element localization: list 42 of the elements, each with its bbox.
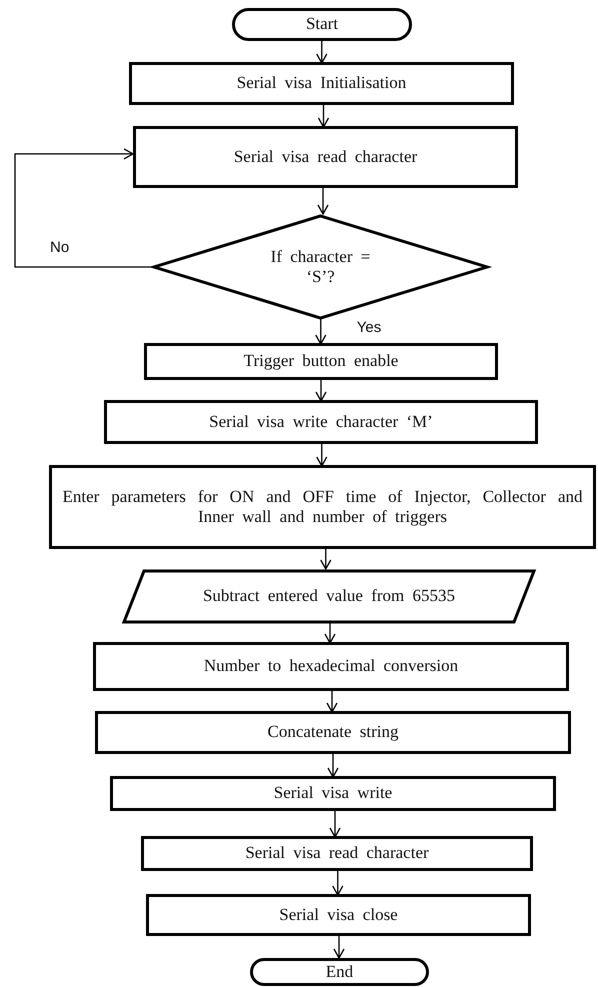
step-text: Serial visa write [272,783,394,804]
arrow [315,379,327,402]
step-text: Subtract entered value from 65535 [202,586,456,607]
data-parallelogram [122,569,536,624]
arrow [14,148,152,268]
arrow [316,40,328,64]
process-box [110,776,556,811]
step-text: Serial visa write character ‘M’ [208,412,434,432]
step-text: Trigger button enable [242,351,400,372]
step-text: Number to hexadecimal conversion [202,656,460,677]
step-text: Concatenate string [266,722,400,743]
step-text: If character = ‘S’? [270,246,372,288]
decision-diamond [152,214,489,320]
process-box [146,894,531,936]
step-text: Enter parameters for ON and OFF time of Injector, Collector and Inner wall and number of triggers [62,486,584,528]
arrow [332,870,344,896]
step-text: Serial visa read character [244,843,430,864]
arrow [318,104,330,128]
process-box [49,465,596,549]
terminal-shape [232,8,412,41]
step-text: Serial visa close [278,904,399,926]
process-box [93,642,569,691]
process-box [141,836,533,871]
step-text: End [324,962,354,982]
arrow [326,690,338,713]
arrow [333,935,345,959]
arrow [329,810,341,838]
step-text: Serial visa read character [232,146,418,168]
arrow [316,443,328,467]
process-box [95,711,571,754]
arrow [327,753,339,778]
arrow [317,187,329,215]
process-box [133,126,518,188]
arrow [315,319,326,345]
process-box [104,400,538,444]
process-box [129,62,514,105]
step-text: Start [304,14,340,35]
terminal-shape [250,958,429,986]
process-box [144,343,498,380]
arrow [324,623,336,644]
arrow [320,548,332,570]
step-text: Serial visa Initialisation [236,73,408,94]
